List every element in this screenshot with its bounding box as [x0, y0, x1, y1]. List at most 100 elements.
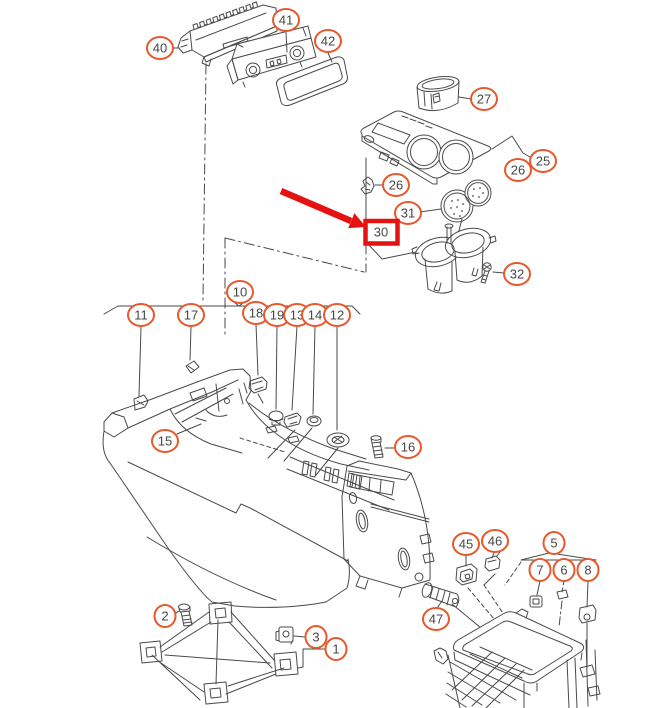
callout-ring[interactable]	[324, 637, 348, 661]
callout-ring[interactable]	[481, 529, 509, 553]
callout-40[interactable]: 40	[146, 36, 174, 60]
callout-number: 15	[158, 434, 172, 449]
callout-25[interactable]: 25	[529, 149, 557, 173]
callout-number: 47	[429, 612, 443, 627]
highlight-annotation: 30	[279, 188, 400, 246]
part-clip-nut	[275, 626, 306, 645]
callout-number: 13	[290, 308, 304, 323]
callout-ring[interactable]	[503, 262, 531, 286]
callout-number: 27	[477, 92, 491, 107]
callout-ring[interactable]	[394, 435, 422, 459]
callout-number: 2	[161, 609, 168, 624]
callout-number: 26	[511, 163, 525, 178]
callout-ring[interactable]	[382, 173, 410, 197]
callout-number: 40	[153, 41, 167, 56]
part-cupholder-unit	[411, 223, 497, 294]
callout-2[interactable]: 2	[153, 604, 177, 628]
callout-number: 42	[321, 34, 335, 49]
callout-47[interactable]: 47	[422, 607, 450, 631]
callout-15[interactable]: 15	[151, 429, 179, 453]
callout-ring[interactable]	[151, 429, 179, 453]
callout-ring[interactable]	[452, 532, 480, 556]
callout-17[interactable]: 17	[177, 303, 205, 327]
callout-number: 14	[308, 308, 322, 323]
callout-19[interactable]: 19	[263, 303, 291, 327]
callout-number: 12	[330, 308, 344, 323]
callout-7[interactable]: 7	[528, 558, 552, 582]
callout-12[interactable]: 12	[323, 303, 351, 327]
part-retaining-clip	[360, 176, 375, 195]
callout-11[interactable]: 11	[127, 303, 155, 327]
callout-45[interactable]: 45	[452, 532, 480, 556]
callout-ring[interactable]	[394, 201, 422, 225]
callout-5[interactable]: 5	[542, 531, 566, 555]
callout-number: 6	[560, 563, 567, 578]
diagram-linework	[102, 1, 601, 708]
callout-number: 5	[550, 536, 557, 551]
callout-ring[interactable]	[146, 36, 174, 60]
callout-1[interactable]: 1	[324, 637, 348, 661]
callout-27[interactable]: 27	[470, 87, 498, 111]
callout-46[interactable]: 46	[481, 529, 509, 553]
callout-number: 32	[510, 267, 524, 282]
callout-number: 1	[332, 642, 339, 657]
callout-26[interactable]: 26	[382, 173, 410, 197]
callout-ring[interactable]	[323, 303, 351, 327]
callout-ring[interactable]	[504, 158, 532, 182]
callout-ring[interactable]	[552, 558, 576, 582]
callout-ring[interactable]	[576, 558, 600, 582]
callout-ring[interactable]	[304, 625, 328, 649]
callout-number: 16	[401, 440, 415, 455]
callout-number: 45	[459, 537, 473, 552]
callout-ring[interactable]	[153, 604, 177, 628]
callout-18[interactable]: 18	[242, 301, 270, 325]
callout-ring[interactable]	[422, 607, 450, 631]
callout-16[interactable]: 16	[394, 435, 422, 459]
construction-lines	[171, 31, 472, 335]
highlighted-part-number[interactable]: 30	[374, 225, 388, 240]
callout-10[interactable]: 10	[226, 280, 254, 304]
callout-ring[interactable]	[542, 531, 566, 555]
part-trim-frame	[276, 56, 348, 107]
callout-number: 17	[184, 308, 198, 323]
callout-ring[interactable]	[177, 303, 205, 327]
part-tray-plate	[360, 110, 531, 185]
part-round-insert	[416, 75, 460, 112]
callout-31[interactable]: 31	[394, 201, 422, 225]
callout-41[interactable]: 41	[272, 8, 300, 32]
callout-ring[interactable]	[314, 29, 342, 53]
callout-number: 7	[536, 563, 543, 578]
callout-number: 31	[401, 206, 415, 221]
part-mounting-bracket	[139, 601, 326, 705]
callout-ring[interactable]	[127, 303, 155, 327]
callout-number: 10	[233, 285, 247, 300]
callout-number: 18	[249, 306, 263, 321]
callout-number: 3	[312, 630, 319, 645]
highlight-box[interactable]	[363, 218, 400, 246]
part-power-outlet	[421, 551, 524, 662]
callout-32[interactable]: 32	[503, 262, 531, 286]
part-screw-32	[480, 262, 505, 284]
callout-number: 8	[584, 563, 591, 578]
callout-ring[interactable]	[470, 87, 498, 111]
selection-arrow-shaft	[279, 188, 353, 224]
selection-arrow-head	[348, 213, 366, 229]
callout-6[interactable]: 6	[552, 558, 576, 582]
callout-ring[interactable]	[529, 149, 557, 173]
callout-number: 26	[389, 178, 403, 193]
callout-ring[interactable]	[528, 558, 552, 582]
callout-42[interactable]: 42	[314, 29, 342, 53]
part-screw-16	[370, 435, 395, 459]
part-console-body	[102, 368, 435, 608]
callout-ring[interactable]	[272, 8, 300, 32]
callout-8[interactable]: 8	[576, 558, 600, 582]
callout-3[interactable]: 3	[304, 625, 328, 649]
callout-ring[interactable]	[226, 280, 254, 304]
callout-number: 41	[279, 13, 293, 28]
callout-number: 25	[536, 154, 550, 169]
callout-number: 19	[270, 308, 284, 323]
callout-26[interactable]: 26	[504, 158, 532, 182]
